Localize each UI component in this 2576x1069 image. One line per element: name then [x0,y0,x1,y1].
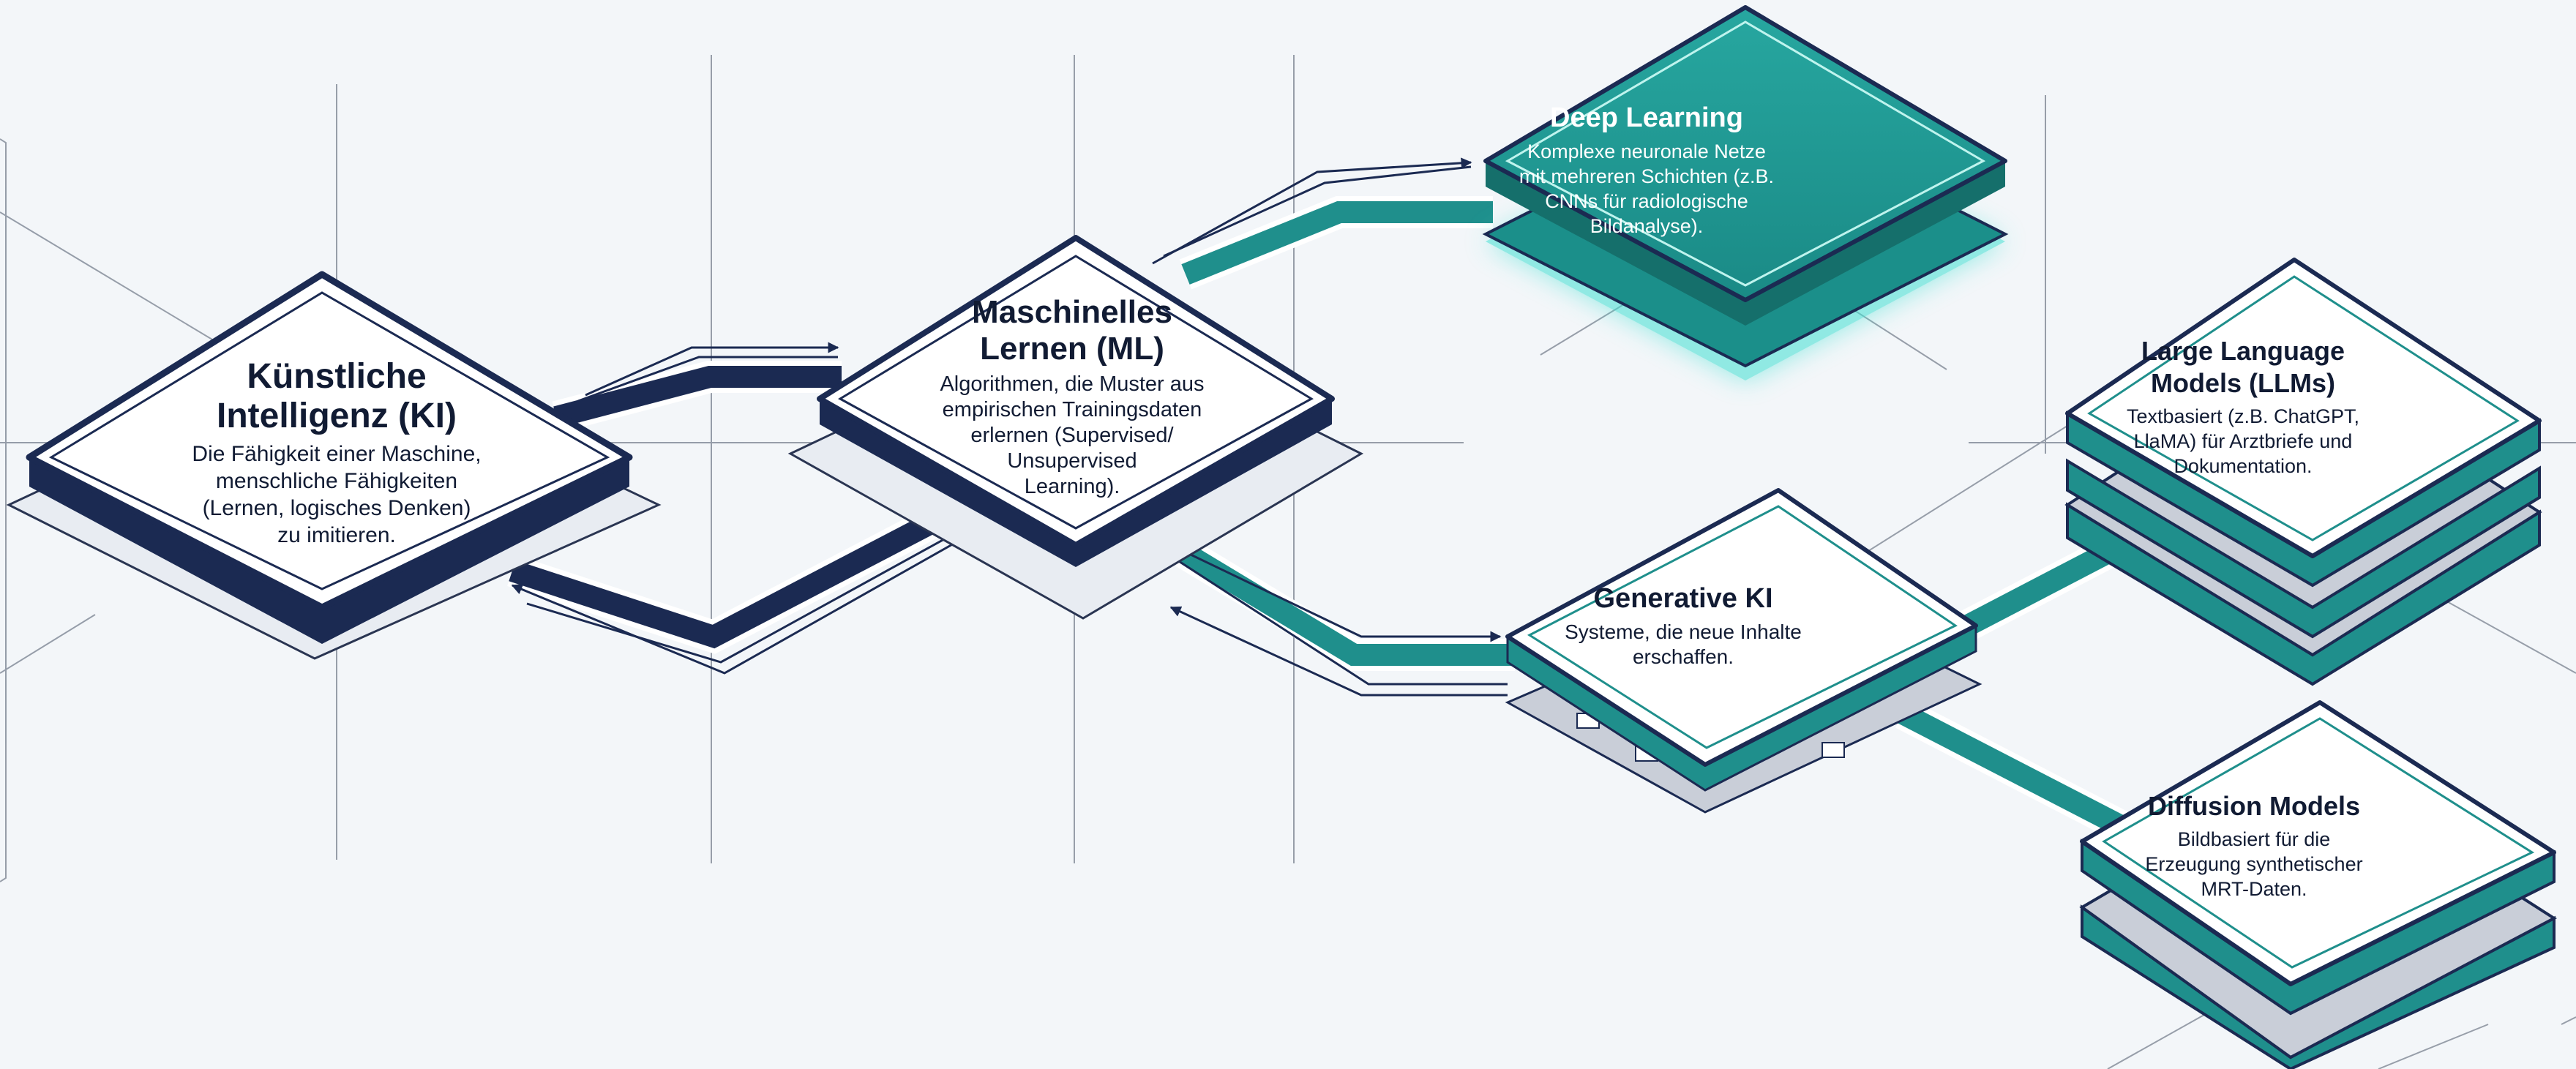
node-ml [787,235,1364,620]
node-diff-inner [2102,717,2535,969]
node-ml-top [817,235,1335,548]
node-llm-description: Textbasiert (z.B. ChatGPT, LlaMA) für Ar… [2126,405,2360,477]
node-ki-inner [48,291,610,590]
node-diff-top [2080,700,2556,986]
connector-ml-dl [1152,157,1493,290]
node-llm-top [2065,258,2542,558]
node-llm-title: Large Language Models (LLMs) [2141,336,2345,398]
node-dl-inner [1505,20,1986,287]
node-diff-description: Bildbasiert für die Erzeugung synthetisc… [2145,828,2363,900]
node-dl [1482,5,2009,380]
node-ki [6,271,662,660]
node-ki-text: Künstliche Intelligenz (KI) Die Fähigkei… [146,357,527,549]
connector-gen-diffusion [1895,699,2130,841]
node-gen [1505,488,1982,814]
node-ki-description: Die Fähigkeit einer Maschine, menschlich… [192,442,482,547]
node-llm [2064,258,2542,686]
node-llm-layer-2 [2066,458,2541,639]
node-ml-title: Maschinelles Lernen (ML) [972,294,1172,367]
node-gen-title: Generative KI [1593,583,1773,614]
node-dl-description: Komplexe neuronale Netze mit mehreren Sc… [1519,140,1775,237]
node-gen-text: Generative KI Systeme, die neue Inhalte … [1551,582,1815,669]
connector-ki-ml [507,342,978,675]
node-ml-inner [838,255,1314,530]
node-ki-top [26,271,633,611]
node-ki-title: Künstliche Intelligenz (KI) [217,357,457,435]
node-dl-text: Deep Learning Komplexe neuronale Netze m… [1504,101,1789,239]
node-dl-title: Deep Learning [1550,102,1743,133]
node-dl-top [1483,5,2007,302]
node-llm-inner [2087,275,2520,541]
node-gen-description: Systeme, die neue Inhalte erschaffen. [1565,620,1802,668]
node-ml-text: Maschinelles Lernen (ML) Algorithmen, di… [882,294,1262,500]
connector-ml-gen [1133,513,1515,697]
connector-gen-llm [1939,530,2130,651]
node-gen-inner [1527,505,1958,749]
node-llm-text: Large Language Models (LLMs) Textbasiert… [2108,335,2378,479]
node-diff-text: Diffusion Models Bildbasiert für die Erz… [2130,790,2378,901]
node-diff [2079,700,2557,1069]
node-ml-description: Algorithmen, die Muster aus empirischen … [940,372,1205,498]
node-gen-port-3 [1821,742,1845,758]
node-diff-title: Diffusion Models [2148,791,2360,821]
